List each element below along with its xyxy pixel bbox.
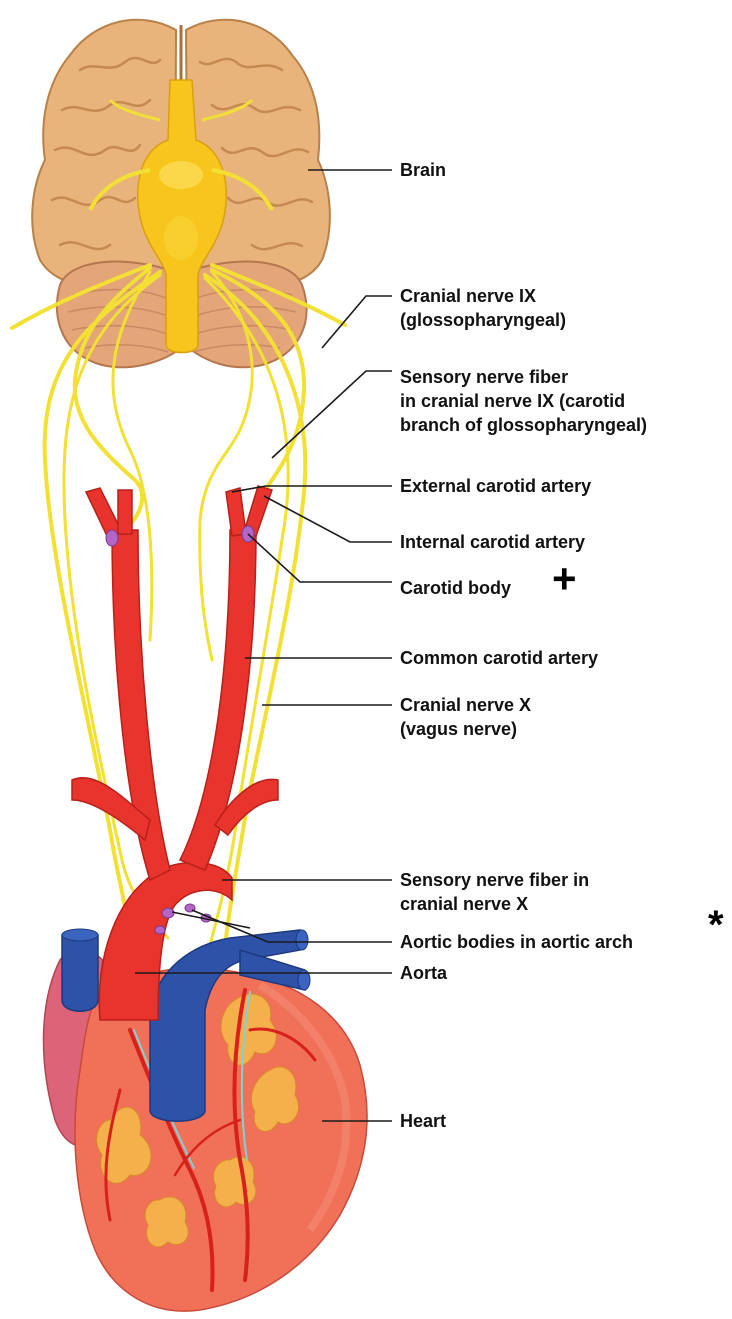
nerves: [12, 265, 345, 945]
aortic-body-1: [162, 908, 174, 918]
asterisk-marker: *: [708, 905, 724, 945]
brain-illustration: [32, 20, 330, 367]
leader-aortic-bodies-2: [172, 912, 250, 928]
carotid-body-left: [106, 530, 118, 546]
label-sensory-fiber-ix: Sensory nerve fiber in cranial nerve IX …: [400, 365, 647, 437]
label-common-carotid: Common carotid artery: [400, 646, 598, 670]
label-aortic-bodies: Aortic bodies in aortic arch: [400, 930, 633, 954]
label-cranial-nerve-x: Cranial nerve X (vagus nerve): [400, 693, 531, 741]
plus-marker: +: [552, 558, 577, 600]
superior-vena-cava: [62, 935, 98, 1011]
label-carotid-body: Carotid body: [400, 576, 511, 600]
label-external-carotid: External carotid artery: [400, 474, 591, 498]
aortic-body-3: [155, 926, 165, 934]
label-brain: Brain: [400, 158, 446, 182]
label-aorta: Aorta: [400, 961, 447, 985]
label-internal-carotid: Internal carotid artery: [400, 530, 585, 554]
leader-cn9: [322, 296, 392, 348]
label-heart: Heart: [400, 1109, 446, 1133]
label-sensory-fiber-x: Sensory nerve fiber in cranial nerve X: [400, 868, 589, 916]
label-cranial-nerve-ix: Cranial nerve IX (glossopharyngeal): [400, 284, 566, 332]
